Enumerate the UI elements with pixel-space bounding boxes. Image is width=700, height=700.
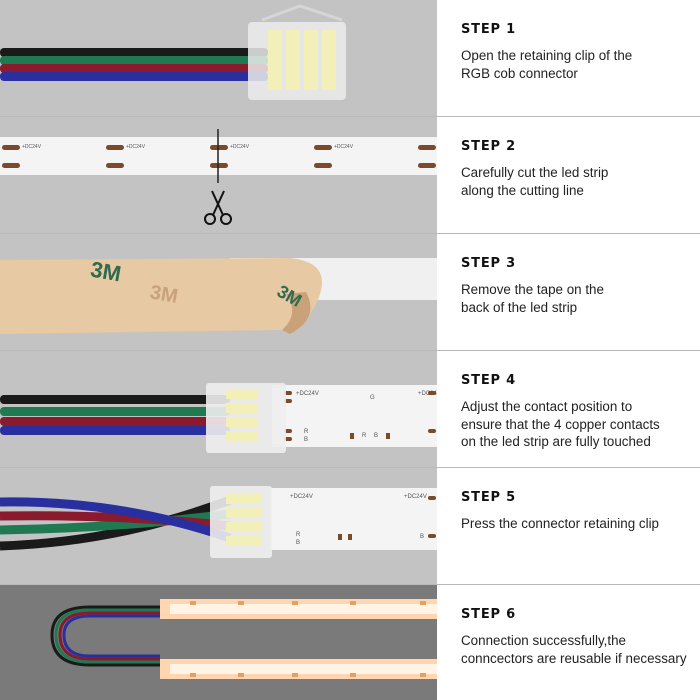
step-5-illustration: +DC24V +DC24V R B B: [0, 468, 437, 584]
step-3-row: 3M 3M 3M STEP 3 Remove the tape on the b…: [0, 234, 700, 350]
open-connector-clip: [248, 4, 346, 100]
step-2-description: Carefully cut the led strip along the cu…: [461, 164, 700, 199]
copper-pad: [2, 145, 20, 150]
strip-label-voltage: +DC24V: [22, 144, 42, 150]
divider: [0, 467, 700, 468]
rgb-wire-bundle: [0, 395, 230, 435]
strip-label-b: B: [420, 534, 424, 540]
led-strip: [270, 488, 437, 550]
step-2-line-1: Carefully cut the led strip: [461, 165, 609, 180]
step-2-line-2: along the cutting line: [461, 182, 584, 198]
strip-label-voltage: +DC24V: [418, 391, 437, 397]
strip-label-b: B: [374, 433, 378, 439]
step-6-row: STEP 6 Connection successfully,the connc…: [0, 585, 700, 700]
step-3-line-1: Remove the tape on the: [461, 282, 604, 297]
strip-label-voltage: +DC24V: [230, 144, 250, 150]
step-1-illustration: [0, 0, 437, 116]
copper-pads: [338, 496, 436, 540]
step-1-line-2: RGB cob connector: [461, 65, 578, 81]
copper-pad: [418, 163, 436, 168]
copper-pad: [210, 163, 228, 168]
copper-pad: [106, 163, 124, 168]
strip-label-voltage: +DC24V: [126, 144, 146, 150]
peeled-tape: [0, 258, 322, 334]
step-3-illustration: 3M 3M 3M: [0, 234, 437, 350]
strip-label-r: R: [362, 433, 367, 439]
step-1-line-1: Open the retaining clip of the: [461, 48, 633, 63]
step-5-line-1: Press the connector retaining clip: [461, 516, 659, 531]
connector: [206, 383, 286, 453]
step-2-title: STEP 2: [461, 139, 517, 154]
step-1-row: STEP 1 Open the retaining clip of the RG…: [0, 0, 700, 116]
step-4-line-1: Adjust the contact position to: [461, 399, 633, 414]
step-6-line-1: Connection successfully,the: [461, 633, 626, 648]
divider: [0, 584, 700, 585]
step-5-description: Press the connector retaining clip: [461, 515, 700, 533]
copper-pad: [210, 145, 228, 150]
step-4-line-3: on the led strip are fully touched: [461, 434, 651, 449]
step-3-description: Remove the tape on the back of the led s…: [461, 281, 700, 316]
step-1-title: STEP 1: [461, 22, 517, 37]
strip-label-voltage: +DC24V: [334, 144, 354, 150]
strip-label-voltage: +DC24V: [296, 391, 319, 397]
step-4-title: STEP 4: [461, 373, 517, 388]
copper-pad: [314, 163, 332, 168]
strip-label-r: R: [304, 429, 309, 435]
step-4-line-2: ensure that the 4 copper contacts: [461, 416, 660, 432]
step-6-illustration: [0, 585, 437, 700]
step-5-row: +DC24V +DC24V R B B: [0, 468, 700, 584]
rgb-wire-bundle: [0, 495, 232, 551]
step-3-title: STEP 3: [461, 256, 517, 271]
strip-pads: [190, 601, 426, 677]
step-4-illustration: +DC24V +DC24V G R B R B: [0, 351, 437, 467]
step-4-row: +DC24V +DC24V G R B R B: [0, 351, 700, 467]
strip-label-b: B: [296, 540, 300, 546]
divider: [0, 116, 700, 117]
copper-pad: [106, 145, 124, 150]
step-2-row: +DC24V+DC24V+DC24V+DC24V+DC24V STEP 2 Ca…: [0, 117, 700, 233]
copper-pad: [314, 145, 332, 150]
step-6-description: Connection successfully,the conncectors …: [461, 632, 700, 667]
step-1-description: Open the retaining clip of the RGB cob c…: [461, 47, 700, 82]
led-strip: [272, 385, 437, 447]
copper-pad: [418, 145, 436, 150]
connector-closed: [210, 486, 272, 558]
divider: [0, 350, 700, 351]
tape-brand-mark: 3M: [148, 281, 179, 307]
strip-label-g: G: [370, 395, 375, 401]
scissors-icon: [204, 190, 232, 225]
strip-label-voltage: +DC24V: [404, 494, 427, 500]
copper-pad: [2, 163, 20, 168]
step-5-title: STEP 5: [461, 490, 517, 505]
step-6-title: STEP 6: [461, 607, 517, 622]
strip-label-b: B: [304, 437, 308, 443]
strip-label-r: R: [296, 532, 301, 538]
step-2-illustration: +DC24V+DC24V+DC24V+DC24V+DC24V: [0, 117, 437, 233]
step-6-line-2: conncectors are reusable if necessary: [461, 650, 687, 666]
divider: [0, 233, 700, 234]
tape-brand-mark: 3M: [89, 257, 123, 287]
looped-rgb-wire: [50, 605, 160, 667]
strip-label-voltage: +DC24V: [290, 494, 313, 500]
step-4-description: Adjust the contact position to ensure th…: [461, 398, 700, 451]
rgb-wire-bundle: [0, 48, 268, 81]
step-3-line-2: back of the led strip: [461, 299, 578, 315]
